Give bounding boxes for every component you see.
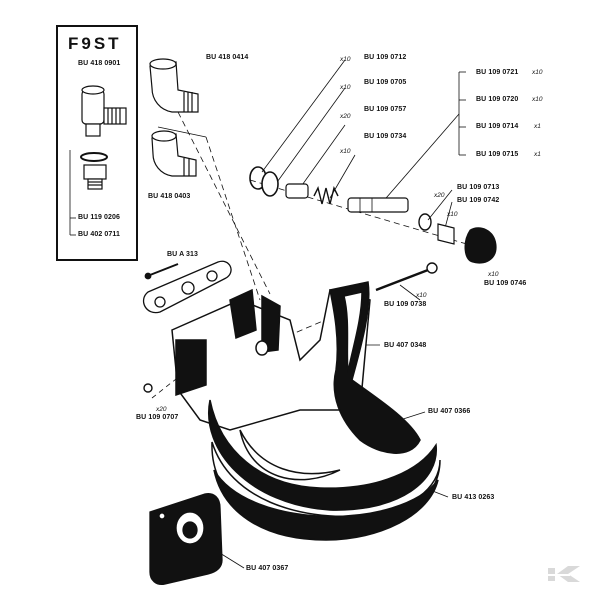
qty-label: x10: [416, 292, 427, 299]
screw-head: [144, 272, 152, 280]
part-label: BU 119 0206: [78, 214, 120, 221]
leader-line: [261, 59, 346, 173]
leader-line: [274, 87, 346, 186]
inset-nipple-fitting: [83, 164, 107, 190]
part-label: BU 407 0366: [428, 408, 471, 415]
qty-label: x20: [156, 406, 167, 413]
part-label: BU 402 0711: [78, 231, 120, 238]
part-label: BU A 313: [167, 251, 199, 258]
o-ring-0713: [418, 213, 432, 231]
leader-line: [205, 136, 261, 301]
inset-box: [56, 25, 138, 261]
inset-elbow-fitting: [81, 85, 127, 137]
leader-line: [177, 111, 271, 295]
qty-label: x10: [488, 271, 499, 278]
bolt-0738: [375, 268, 429, 292]
qty-label: x10: [532, 69, 543, 76]
nut-0705: [261, 171, 279, 197]
qty-label: x20: [340, 113, 351, 120]
qty-label: x10: [340, 84, 351, 91]
leader-line: [329, 154, 356, 199]
part-label: BU 109 0705: [364, 79, 407, 86]
qty-label: x10: [340, 56, 351, 63]
leader-line: [379, 113, 460, 206]
qty-label: x10: [447, 211, 458, 218]
inset-o-ring: [80, 152, 108, 162]
screw: [149, 263, 179, 276]
part-label: BU 413 0263: [452, 494, 495, 501]
leader-line: [444, 201, 453, 229]
k-logo-icon: [548, 566, 580, 582]
part-label: BU 109 0746: [484, 280, 527, 287]
leader-line: [299, 124, 346, 189]
part-label: BU 109 0714: [476, 123, 519, 130]
part-label: BU 418 0414: [206, 54, 249, 61]
bracket-a313: [143, 260, 232, 314]
qty-label: x1: [534, 151, 541, 158]
part-label: BU 109 0720: [476, 96, 519, 103]
press-lever-0746: [464, 227, 497, 264]
part-label: BU 109 0715: [476, 151, 519, 158]
inset-title: F9ST: [68, 34, 122, 53]
part-label: BU 109 0721: [476, 69, 519, 76]
bolt-head: [426, 262, 438, 274]
part-label: BU 418 0901: [78, 60, 121, 67]
drinking-bowl: [171, 281, 441, 541]
part-label: BU 109 0738: [384, 301, 427, 308]
part-label: BU 109 0757: [364, 106, 407, 113]
plug-0742: [437, 223, 455, 245]
part-label: BU 109 0734: [364, 133, 407, 140]
part-label: BU 407 0348: [384, 342, 427, 349]
qty-label: x1: [534, 123, 541, 130]
leader-line: [399, 284, 421, 301]
nut-0707: [143, 383, 153, 393]
elbow-fitting-0414: [149, 58, 199, 113]
leader-line: [427, 189, 453, 221]
valve-seat-0757: [285, 183, 309, 199]
part-label: BU 418 0403: [148, 193, 191, 200]
leader-line: [399, 411, 426, 421]
cover-0367: [149, 492, 223, 586]
part-label: BU 109 0713: [457, 184, 500, 191]
part-label: BU 109 0712: [364, 54, 407, 61]
part-label: BU 109 0707: [136, 414, 179, 421]
part-label: BU 109 0742: [457, 197, 500, 204]
valve-stem: [347, 197, 409, 213]
elbow-fitting-0403: [151, 130, 197, 177]
qty-label: x20: [434, 192, 445, 199]
spring-0734: [313, 185, 339, 205]
leader-line: [157, 126, 207, 138]
part-label: BU 407 0367: [246, 565, 289, 572]
qty-label: x10: [340, 148, 351, 155]
qty-label: x10: [532, 96, 543, 103]
